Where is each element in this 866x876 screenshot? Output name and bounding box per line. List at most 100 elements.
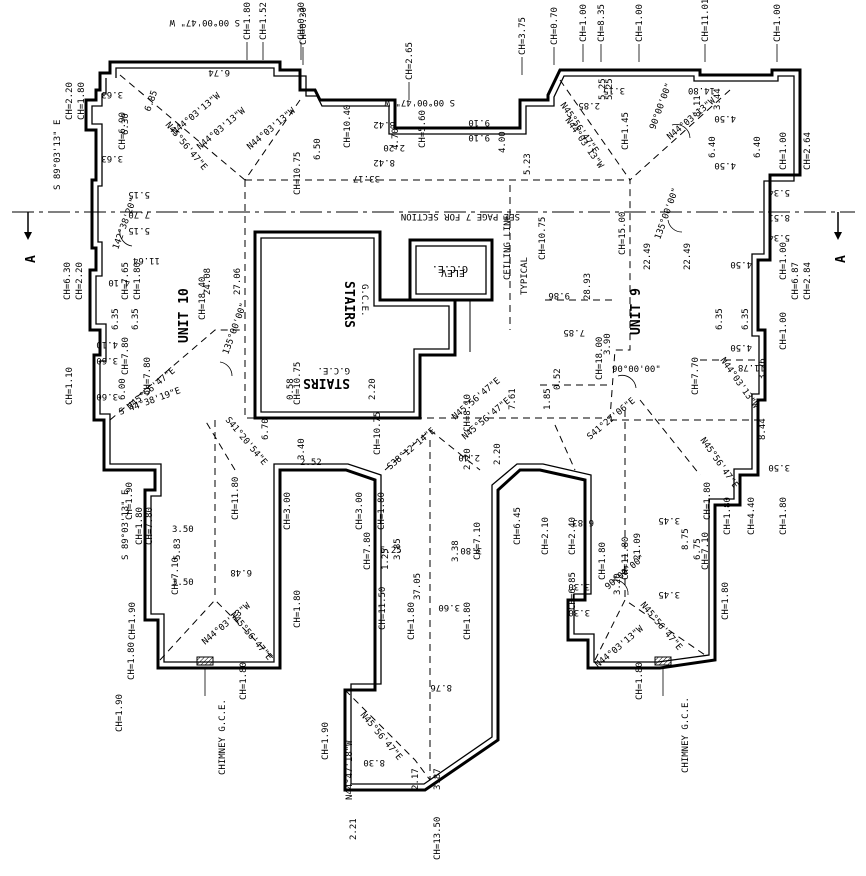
bearing-label: N44°47'18"W [345, 740, 355, 800]
stairs-lower-label: STAIRS [303, 375, 350, 390]
ceiling-height-callout: CH=1.80 [239, 662, 249, 700]
ceiling-height-callout: CH=1.80 [407, 602, 417, 640]
dimension-label: 8.51 [768, 212, 790, 222]
ceiling-height-callout: CH=6.87 [791, 262, 801, 300]
section-line: A A SEE PAGE 7 FOR SECTION [12, 211, 855, 263]
dimension-label: 11.64 [133, 255, 160, 265]
ceiling-height-callout: CH=1.00 [779, 132, 789, 170]
ceiling-height-callout: CH=1.90 [321, 722, 331, 760]
dimension-label: 1.25 [381, 548, 391, 570]
dimension-label: 9.10 [468, 117, 490, 127]
dimension-label: 6.85 [143, 89, 160, 113]
dimension-label: 8.11 [693, 95, 703, 117]
ceiling-height-callout: CH=1.80 [77, 82, 87, 120]
dimension-label: 28.93 [583, 273, 593, 300]
dimension-label: 22.49 [683, 243, 693, 270]
dimension-label: 2.20 [493, 443, 503, 465]
dimension-label: 8.44 [758, 418, 768, 440]
ceiling-height-callout: CH=5.60 [418, 110, 428, 148]
ceiling-height-callout: CH=1.00 [579, 4, 589, 42]
dimension-label: 5.83 [173, 538, 183, 560]
dimension-label: 6.35 [131, 308, 141, 330]
ceiling-height-callout: CH=1.80 [293, 590, 303, 628]
dimension-label: 3.60 [96, 391, 118, 401]
bearing-label: S 00°00'47" W [384, 97, 455, 107]
dimension-label: 2.52 [300, 458, 322, 468]
dimension-label: 3.15 [603, 85, 625, 95]
ceiling-height-callout: CH=1.52 [259, 2, 269, 40]
ceiling-height-callout: CH=1.90 [128, 602, 138, 640]
dimension-label: 11.78 [738, 362, 765, 372]
ceiling-height-callout: CH=7.65 [121, 262, 131, 300]
ceiling-height-callout: CH=11.80 [621, 537, 631, 580]
dimension-label: 8.30 [363, 757, 385, 767]
dimension-label: 5.25 [598, 78, 608, 100]
dimension-label: 5.15 [128, 225, 150, 235]
stairs-main-label: STAIRS [341, 281, 356, 328]
dimension-label: 8.75 [681, 528, 691, 550]
dimension-label: 7.61 [508, 388, 518, 410]
dimension-label: 6.40 [753, 136, 763, 158]
ceiling-height-callout: CH=7.80 [143, 357, 153, 395]
stairs-lower-gce-label: G.C.E. [317, 365, 350, 375]
dimension-label: 3.50 [768, 462, 790, 472]
ceiling-height-callout: CH=1.80 [135, 507, 145, 545]
dimension-label: 6.70 [261, 418, 271, 440]
dimension-label: 8.42 [373, 119, 395, 129]
ceiling-height-callout: CH=2.10 [541, 517, 551, 555]
dimension-label: 4.00 [498, 131, 508, 153]
dimension-label: 33.17 [353, 173, 380, 183]
dimension-label: 6.75 [693, 538, 703, 560]
ceiling-height-callout: CH=13.50 [433, 817, 443, 860]
dimension-label: 3.63 [101, 153, 123, 163]
dimension-label: 6.35 [715, 308, 725, 330]
dimension-label: 3.87 [433, 768, 443, 790]
bearing-label: N44°03'13"W [563, 116, 606, 171]
ceiling-height-callout: CH=4.40 [747, 497, 757, 535]
ceiling-height-callout: CH=3.00 [283, 492, 293, 530]
ceiling-height-callout: CH=1.00 [635, 4, 645, 42]
dimension-label: 2.17 [411, 768, 421, 790]
ceiling-height-callout: CH=7.80 [121, 337, 131, 375]
stairs-main-gce-label: G.C.E. [359, 284, 369, 317]
section-note: SEE PAGE 7 FOR SECTION [401, 211, 520, 221]
bearing-label: N45°56'47"E [228, 611, 274, 663]
section-marker-left: A [24, 255, 39, 263]
chimneys: CHIMNEY G.C.E. CHIMNEY G.C.E. [196, 656, 691, 775]
dimension-label: 3.30 [568, 581, 590, 591]
dimension-label: 3.63 [101, 89, 123, 99]
dimension-label: 5.34 [768, 232, 790, 242]
ceiling-height-callout: CH=2.84 [803, 262, 813, 300]
dimension-label: 6.35 [111, 308, 121, 330]
dimension-label: 4.50 [714, 113, 736, 123]
dimension-label: 7.85 [563, 327, 585, 337]
ceiling-height-callout: CH=2.20 [65, 82, 75, 120]
chimney-left-label: CHIMNEY G.C.E. [218, 699, 228, 775]
elev-label: ELEV [441, 267, 465, 278]
dimension-label: 24.08 [203, 268, 213, 295]
ceiling-height-callout: CH=0.70 [550, 7, 560, 45]
ceiling-lines [109, 74, 760, 781]
ceiling-height-callout: CH=3.00 [355, 492, 365, 530]
dimension-label: 6.48 [230, 567, 252, 577]
ceiling-height-callout: CH=7.10 [701, 532, 711, 570]
dimension-label: 6.50 [313, 138, 323, 160]
ceiling-height-callout: CH=1.00 [779, 242, 789, 280]
ceiling-height-callout: CH=11.50 [378, 587, 388, 630]
dimension-label: 6.74 [208, 67, 230, 77]
angle-label: 90°00'00" [648, 82, 674, 131]
dimension-label: 6.00 [118, 378, 128, 400]
ceiling-height-callout: CH=8.10 [463, 394, 473, 432]
ceiling-height-callout: CH=7.10 [473, 522, 483, 560]
dimension-label: 21.09 [633, 533, 643, 560]
dimension-label: 6.40 [708, 136, 718, 158]
unit-10-label: UNIT 10 [177, 288, 192, 343]
dimension-label: 3.90 [603, 333, 613, 355]
ceiling-height-callout: CH=1.45 [621, 112, 631, 150]
dimension-label: 3.45 [658, 589, 680, 599]
ceiling-height-callout: CH=6.85 [568, 572, 578, 610]
dimension-label: 4.10 [108, 277, 130, 287]
ceiling-height-callout: CH=6.45 [513, 507, 523, 545]
ceiling-height-callout: CH=1.80 [463, 602, 473, 640]
dimension-label: 4.70 [391, 128, 401, 150]
